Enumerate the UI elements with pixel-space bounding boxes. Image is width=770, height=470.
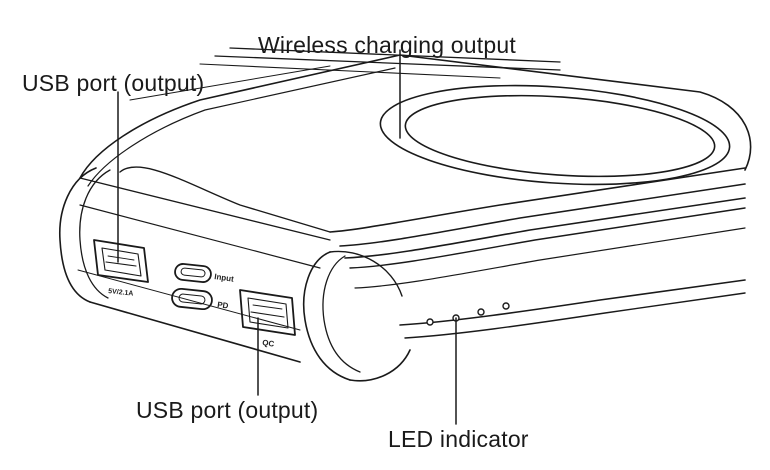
- wireless-charging-pad: [379, 84, 731, 186]
- led-dot-3: [477, 308, 485, 316]
- label-led-indicator: LED indicator: [388, 426, 529, 452]
- front-edges: [329, 167, 746, 339]
- led-dot-4: [502, 302, 510, 310]
- leader-lines: [117, 49, 457, 425]
- front-face: [77, 204, 321, 331]
- usb-port-qc: [239, 289, 296, 336]
- port-mark-pd: PD: [217, 300, 229, 310]
- input-port: [174, 263, 212, 283]
- label-usb-port-top: USB port (output): [22, 70, 205, 96]
- led-dot-1: [426, 318, 434, 326]
- port-mark-usb-left: 5V/2.1A: [108, 288, 134, 298]
- port-mark-qc: QC: [262, 338, 275, 349]
- port-mark-input: Input: [214, 272, 235, 284]
- right-corner-cap: [302, 250, 411, 382]
- usb-port-left: [93, 239, 149, 283]
- left-end-cap: [59, 167, 331, 363]
- label-usb-port-bottom: USB port (output): [136, 397, 319, 423]
- top-face: [79, 54, 752, 233]
- pd-port: [171, 287, 213, 311]
- label-wireless-charging-output: Wireless charging output: [258, 32, 516, 58]
